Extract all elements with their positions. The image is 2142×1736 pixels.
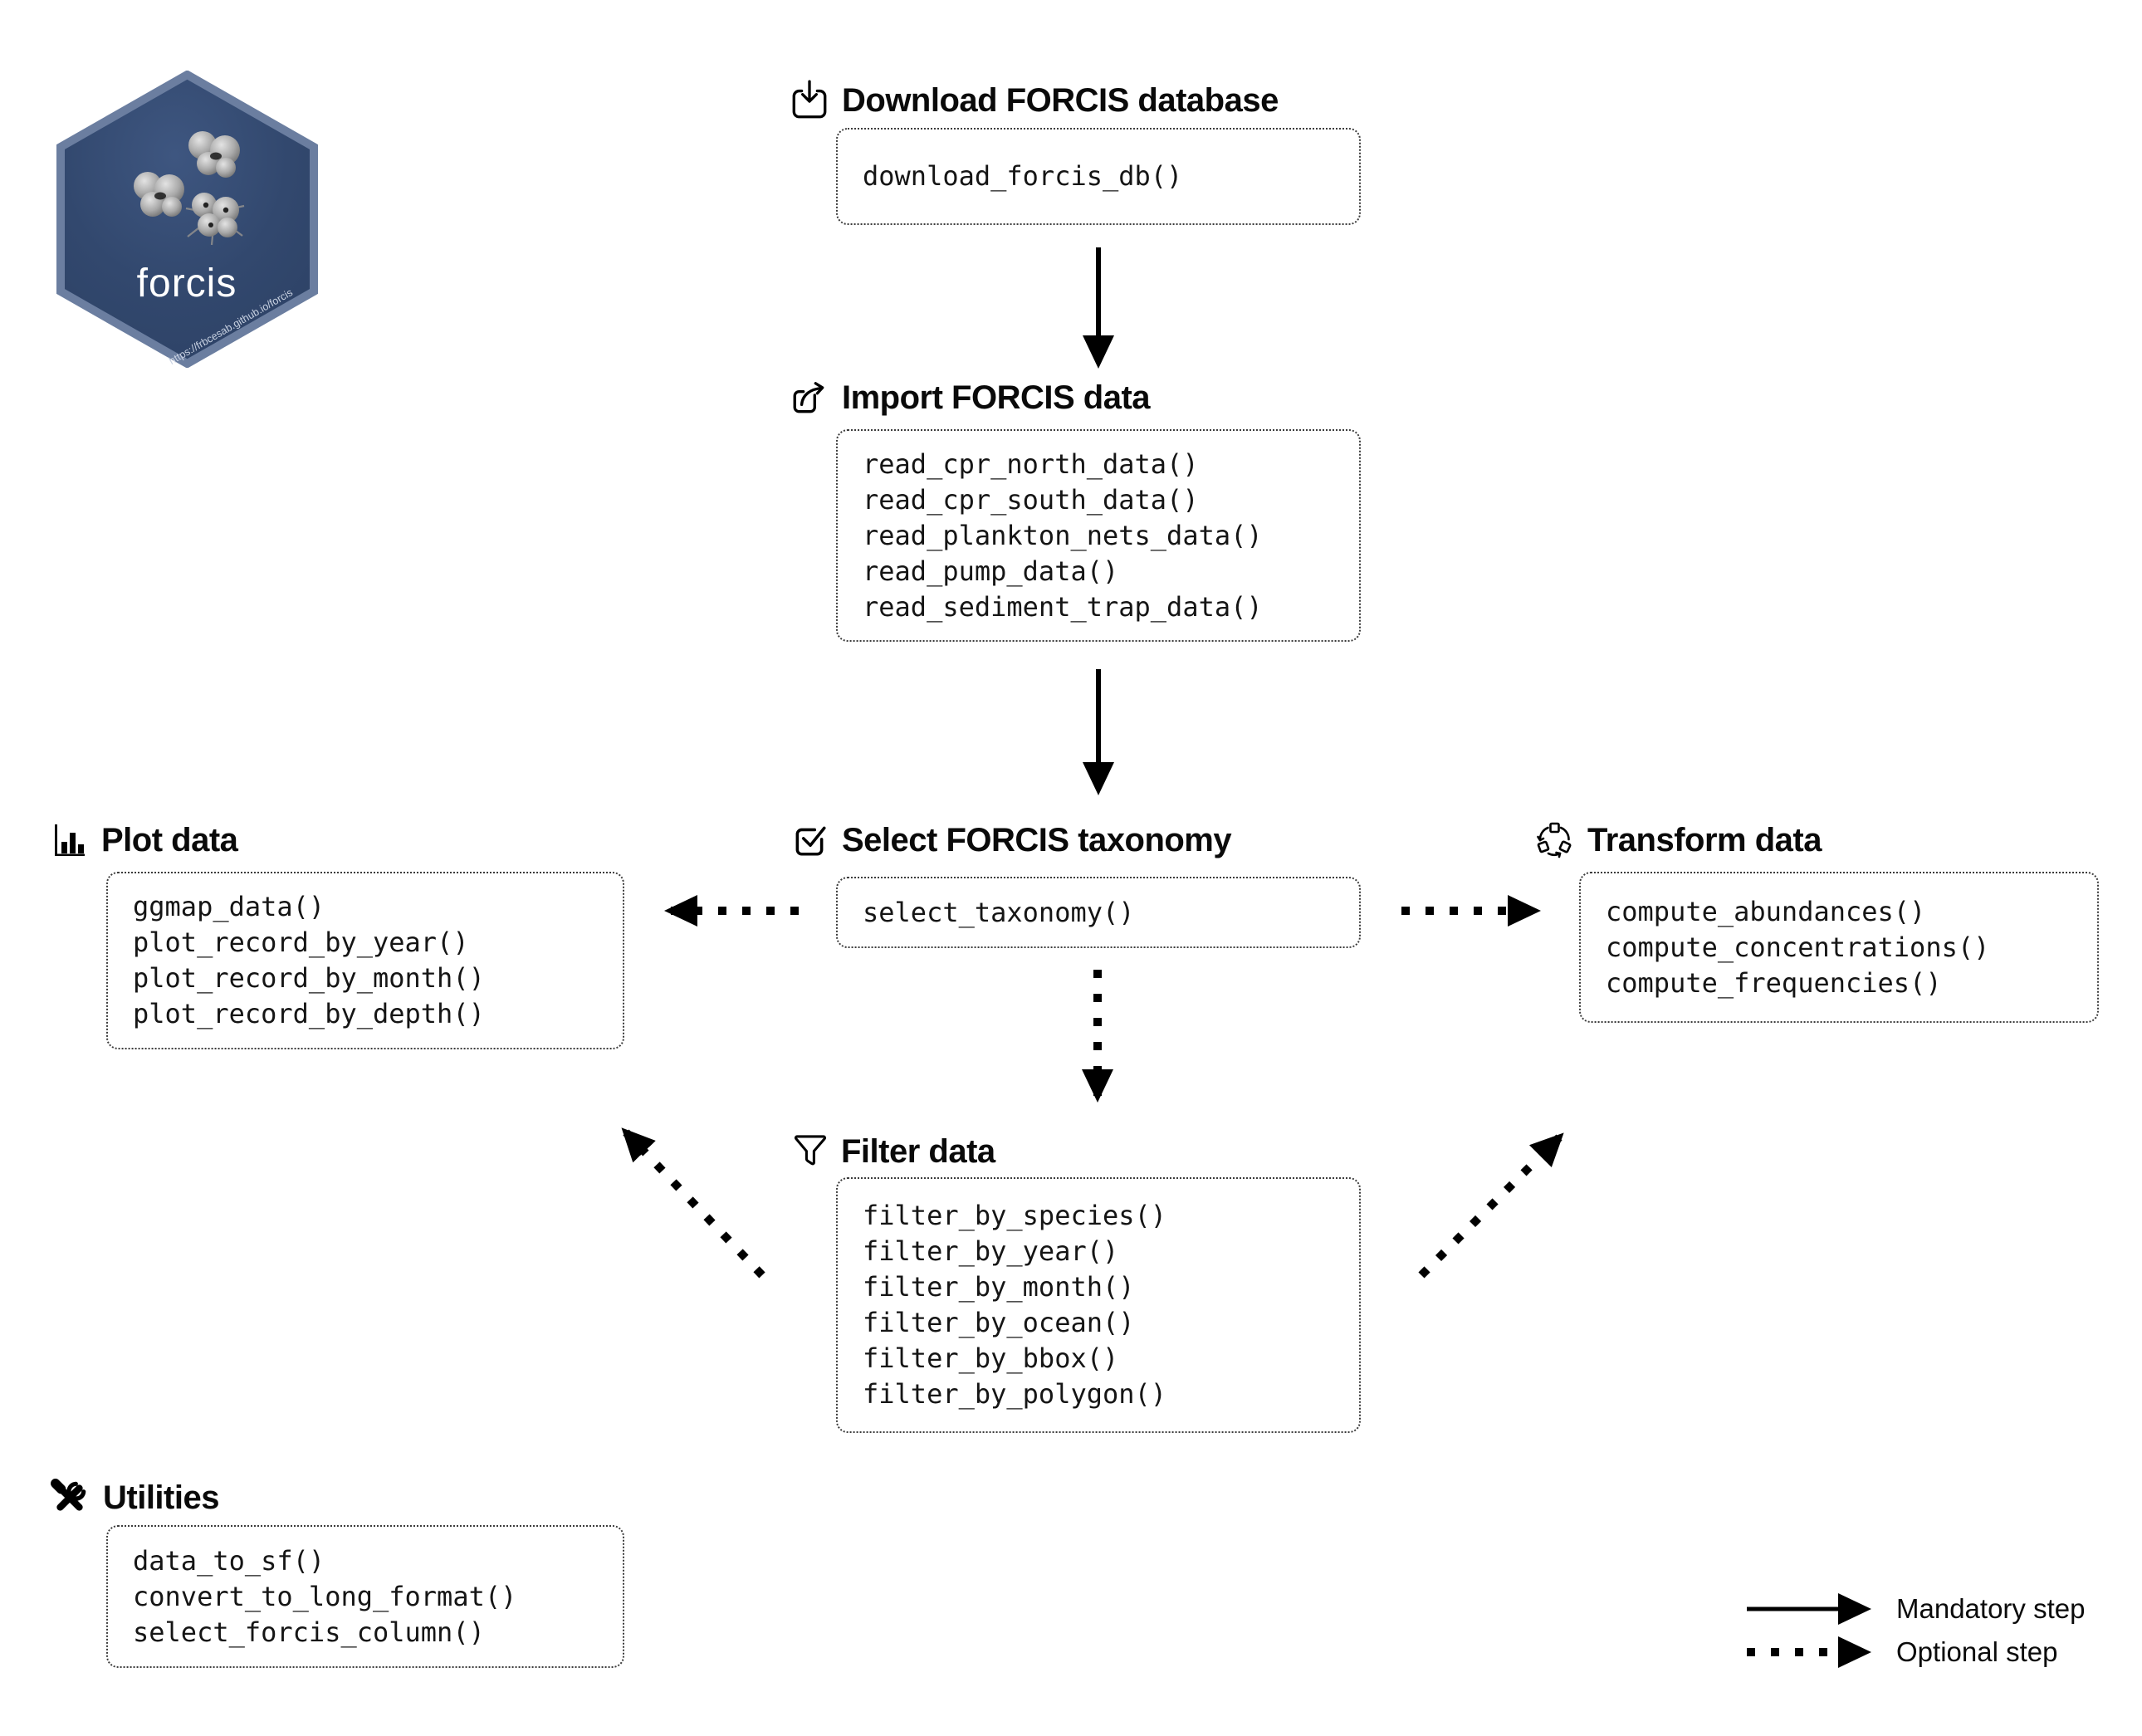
function-name: filter_by_year() <box>863 1235 1119 1267</box>
section-title-utilities: Utilities <box>103 1479 219 1516</box>
arrow-filter-to-transform <box>1418 1132 1564 1279</box>
legend-optional-label: Optional step <box>1896 1636 2058 1667</box>
legend-mandatory-label: Mandatory step <box>1896 1593 2086 1624</box>
function-name: download_forcis_db() <box>863 160 1183 192</box>
function-name: select_forcis_column() <box>133 1616 485 1648</box>
check-square-icon <box>790 821 829 859</box>
section-header-plot: Plot data <box>51 816 238 864</box>
tools-icon <box>50 1478 90 1518</box>
function-name: read_cpr_south_data() <box>863 483 1199 516</box>
function-name: plot_record_by_year() <box>133 927 469 958</box>
section-header-transform: Transform data <box>1534 816 1822 864</box>
function-name: filter_by_ocean() <box>863 1307 1135 1338</box>
section-title-select-taxonomy: Select FORCIS taxonomy <box>842 821 1232 858</box>
utilities-function-box: data_to_sf() convert_to_long_format() se… <box>106 1525 624 1668</box>
function-name: ggmap_data() <box>133 891 325 922</box>
logo-title: forcis <box>137 262 237 306</box>
foram-left <box>134 172 184 217</box>
section-header-select-taxonomy: Select FORCIS taxonomy <box>790 816 1232 864</box>
section-title-download: Download FORCIS database <box>842 81 1279 119</box>
transform-cycle-icon <box>1534 820 1574 860</box>
function-name: convert_to_long_format() <box>133 1580 517 1612</box>
function-name: compute_concentrations() <box>1606 931 1990 963</box>
function-name: compute_frequencies() <box>1606 966 1942 999</box>
filter-function-box: filter_by_species() filter_by_year() fil… <box>836 1177 1361 1433</box>
section-title-transform: Transform data <box>1587 821 1822 858</box>
section-header-download: Download FORCIS database <box>790 76 1279 125</box>
foram-top <box>188 131 240 178</box>
function-name: plot_record_by_month() <box>133 962 485 994</box>
function-name: filter_by_species() <box>863 1200 1167 1231</box>
function-name: read_pump_data() <box>863 555 1119 587</box>
function-name: read_sediment_trap_data() <box>863 590 1263 623</box>
function-name: select_taxonomy() <box>863 896 1135 928</box>
section-title-import: Import FORCIS data <box>842 379 1151 416</box>
filter-funnel-icon <box>793 1132 828 1171</box>
arrow-filter-to-plot <box>621 1127 765 1279</box>
bar-chart-icon <box>51 822 88 858</box>
plot-function-box: ggmap_data() plot_record_by_year() plot_… <box>106 872 624 1049</box>
forcis-logo: forcis https://frbcesab.github.io/forcis <box>56 70 318 369</box>
function-name: read_cpr_north_data() <box>863 447 1199 480</box>
download-icon <box>790 79 829 122</box>
function-name: filter_by_polygon() <box>863 1378 1167 1410</box>
transform-function-box: compute_abundances() compute_concentrati… <box>1579 872 2099 1023</box>
import-function-box: read_cpr_north_data() read_cpr_south_dat… <box>836 429 1361 642</box>
foram-bottom <box>185 193 245 246</box>
function-name: compute_abundances() <box>1606 895 1926 927</box>
section-title-filter: Filter data <box>841 1132 995 1170</box>
section-header-import: Import FORCIS data <box>790 374 1151 422</box>
function-name: filter_by_month() <box>863 1271 1135 1303</box>
function-name: read_plankton_nets_data() <box>863 519 1263 551</box>
import-export-icon <box>790 379 829 417</box>
section-title-plot: Plot data <box>101 821 238 858</box>
select-taxonomy-function-box: select_taxonomy() <box>836 877 1361 948</box>
function-name: plot_record_by_depth() <box>133 998 485 1029</box>
section-header-filter: Filter data <box>793 1127 995 1176</box>
download-function-box: download_forcis_db() <box>836 128 1361 225</box>
section-header-utilities: Utilities <box>50 1474 219 1522</box>
function-name: data_to_sf() <box>133 1544 325 1577</box>
hexagon-shape <box>56 70 318 369</box>
function-name: filter_by_bbox() <box>863 1342 1119 1374</box>
